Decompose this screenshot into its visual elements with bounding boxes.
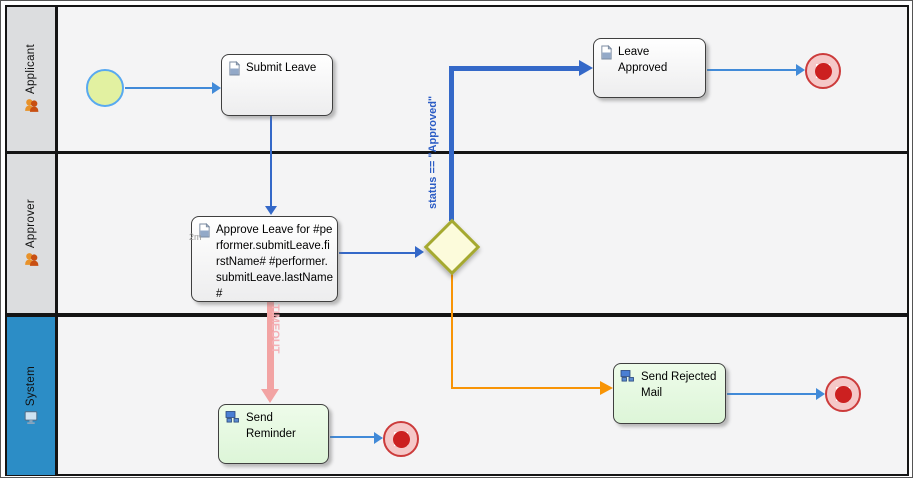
task-approve-leave[interactable]: Approve Leave for #performer.submitLeave… [191,216,338,302]
flow-approved-to-end-arrowhead [796,64,805,76]
task-label: Send Rejected Mail [641,371,717,399]
flow-start-to-submit[interactable] [125,87,213,89]
lane-title-applicant: Applicant [23,44,40,114]
flow-timeout-label[interactable]: TIMEOUT [269,304,281,354]
end-event-approved[interactable] [805,53,841,89]
people-icon [24,253,38,266]
lane-header-applicant[interactable]: Applicant [7,7,55,151]
lane-label-system: System [25,365,37,407]
task-label: Submit Leave [246,62,317,74]
flow-gateway-to-rejected-horizontal[interactable] [451,387,600,389]
flow-gateway-to-approved-horizontal[interactable] [449,66,580,71]
lane-header-approver[interactable]: Approver [7,154,55,313]
flow-approve-to-gateway-arrowhead [415,246,424,258]
task-submit-leave[interactable]: Submit Leave [221,54,333,116]
end-event-rejected[interactable] [825,376,861,412]
task-label: Leave Approved [618,46,668,74]
flow-approved-to-end[interactable] [707,69,797,71]
lane-title-system: System [23,366,40,426]
computer-icon [24,411,37,425]
flow-submit-to-approve-arrowhead [265,206,277,215]
task-label: Approve Leave for #performer.submitLeave… [216,224,333,300]
end-event-dot [814,62,832,80]
document-icon [199,223,211,238]
lane-header-system[interactable]: System [7,317,55,475]
flow-condition-label[interactable]: status == "Approved" [427,95,439,209]
flow-submit-to-approve[interactable] [270,116,272,206]
flow-timeout-arrowhead [261,389,279,403]
end-event-dot [834,385,852,403]
task-send-rejected-mail[interactable]: Send Rejected Mail [613,363,726,424]
task-leave-approved[interactable]: Leave Approved [593,38,706,98]
end-event-dot [392,430,410,448]
lane-divider-2 [6,313,909,317]
document-icon [601,45,613,60]
people-icon [24,99,38,112]
lane-divider-1 [6,151,909,154]
task-send-reminder[interactable]: Send Reminder [218,404,329,464]
timer-badge: 2m [189,232,202,242]
lane-header-divider [55,6,58,476]
end-event-reminder[interactable] [383,421,419,457]
lane-label-applicant: Applicant [25,43,37,94]
flow-gateway-to-approved-arrowhead [579,60,593,76]
network-icon [620,370,634,382]
flow-rejected-to-end[interactable] [727,393,817,395]
start-event[interactable] [86,69,124,107]
lane-title-approver: Approver [23,199,40,268]
flow-gateway-to-approved-vertical[interactable] [449,66,454,221]
network-icon [225,411,239,423]
flow-timeout[interactable] [267,302,274,390]
task-label: Send Reminder [246,412,296,440]
flow-reminder-to-end[interactable] [330,436,375,438]
flow-start-to-submit-arrowhead [212,82,221,94]
flow-gateway-to-rejected-arrowhead [600,381,613,395]
flow-approve-to-gateway[interactable] [339,252,416,254]
flow-rejected-to-end-arrowhead [816,388,825,400]
flow-reminder-to-end-arrowhead [374,432,383,444]
lane-label-approver: Approver [25,198,37,249]
flow-gateway-to-rejected-vertical[interactable] [451,273,453,388]
document-icon [229,61,241,76]
